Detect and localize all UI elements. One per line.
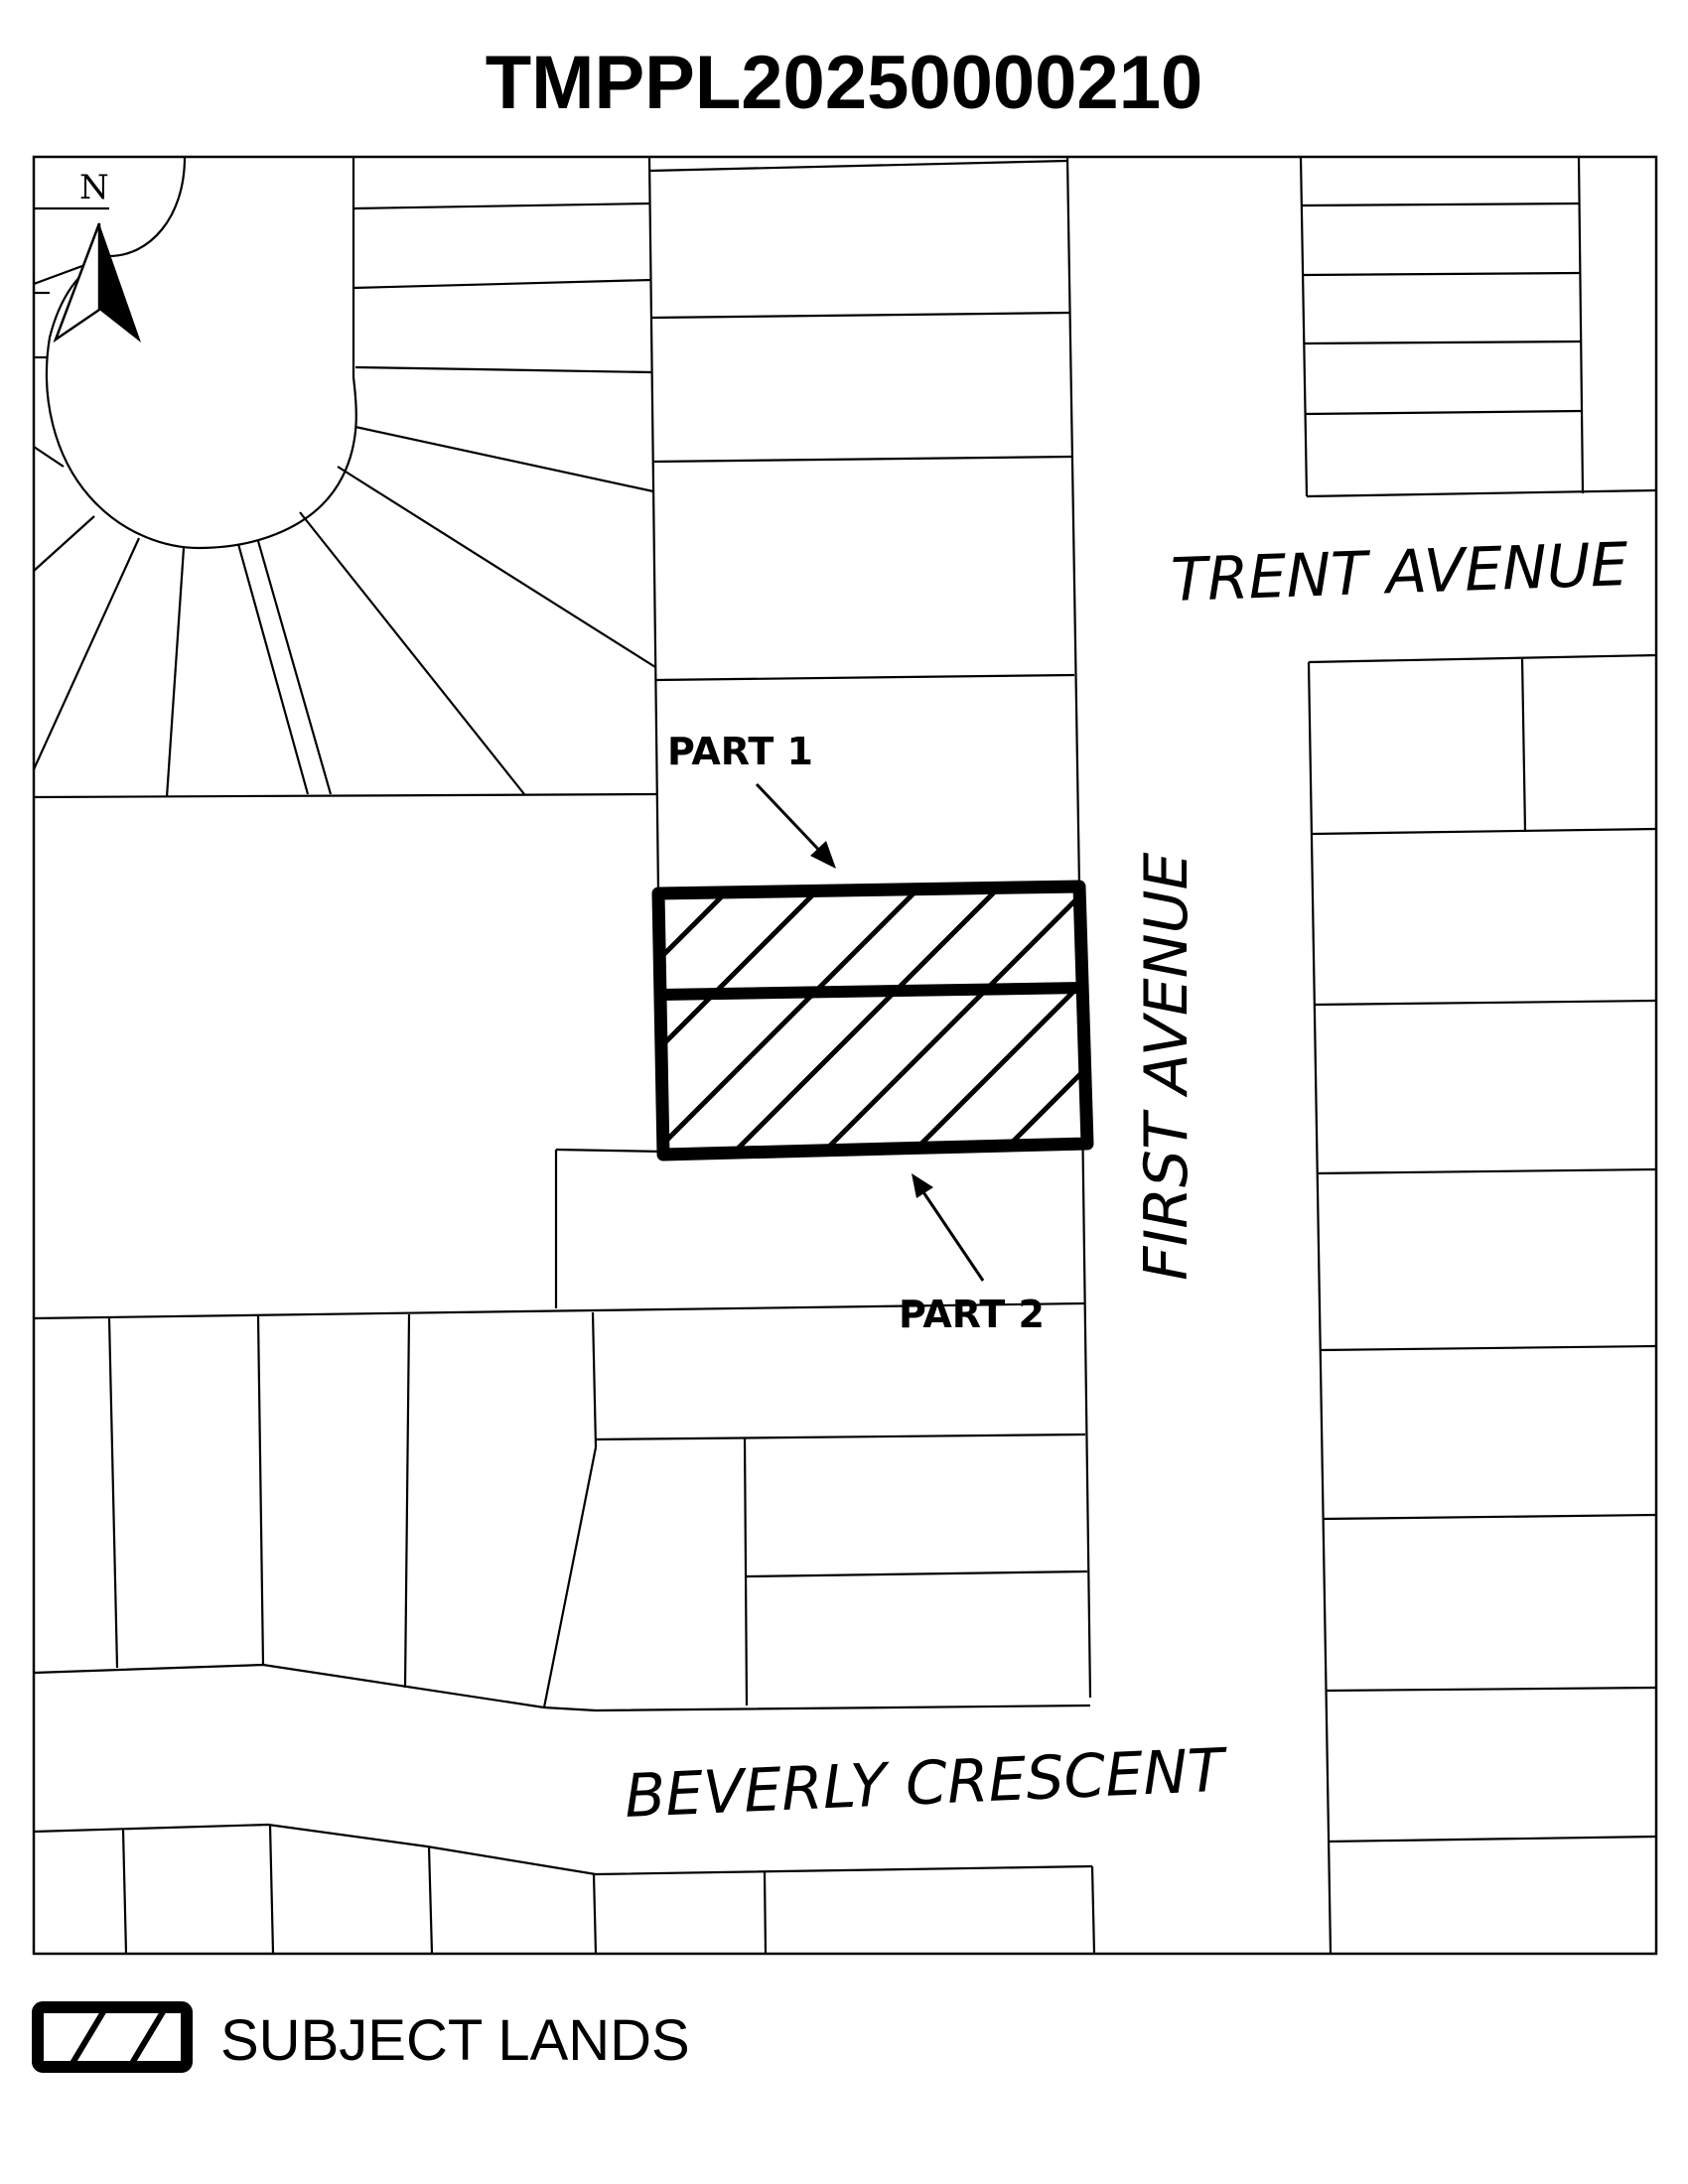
north-label: N bbox=[79, 168, 109, 207]
legend-label: SUBJECT LANDS bbox=[220, 2008, 690, 2073]
north-arrow-dark-half bbox=[99, 223, 141, 342]
map-frame bbox=[32, 155, 1658, 1956]
legend-hatching bbox=[67, 2007, 170, 2067]
beverly-crescent-label: BEVERLY CRESCENT bbox=[624, 1736, 1230, 1832]
east-side-lots bbox=[1299, 156, 1657, 1955]
part-1-label: PART 1 bbox=[667, 730, 813, 773]
first-avenue-label: FIRST AVENUE bbox=[1132, 852, 1201, 1281]
subject-lands-hatching bbox=[658, 887, 1087, 1155]
north-arrow: N bbox=[53, 168, 141, 343]
subject-lands-boundary bbox=[651, 880, 1094, 1161]
trent-avenue-label: TRENT AVENUE bbox=[1170, 530, 1629, 615]
cul-de-sac-lots bbox=[32, 156, 658, 799]
first-avenue-west-lots bbox=[33, 156, 1092, 1712]
legend-swatch bbox=[32, 2001, 193, 2073]
part-1-arrow bbox=[755, 782, 836, 869]
part-division-line bbox=[659, 982, 1083, 1001]
part-2-arrow bbox=[912, 1173, 985, 1282]
map-title: TMPPL20250000210 bbox=[485, 41, 1203, 125]
north-arrow-light-half bbox=[53, 222, 101, 343]
legend: SUBJECT LANDS bbox=[32, 2001, 690, 2073]
beverly-crescent-south-lots bbox=[33, 1823, 1096, 1955]
subject-lands bbox=[651, 880, 1094, 1161]
part-2-label: PART 2 bbox=[899, 1293, 1045, 1336]
